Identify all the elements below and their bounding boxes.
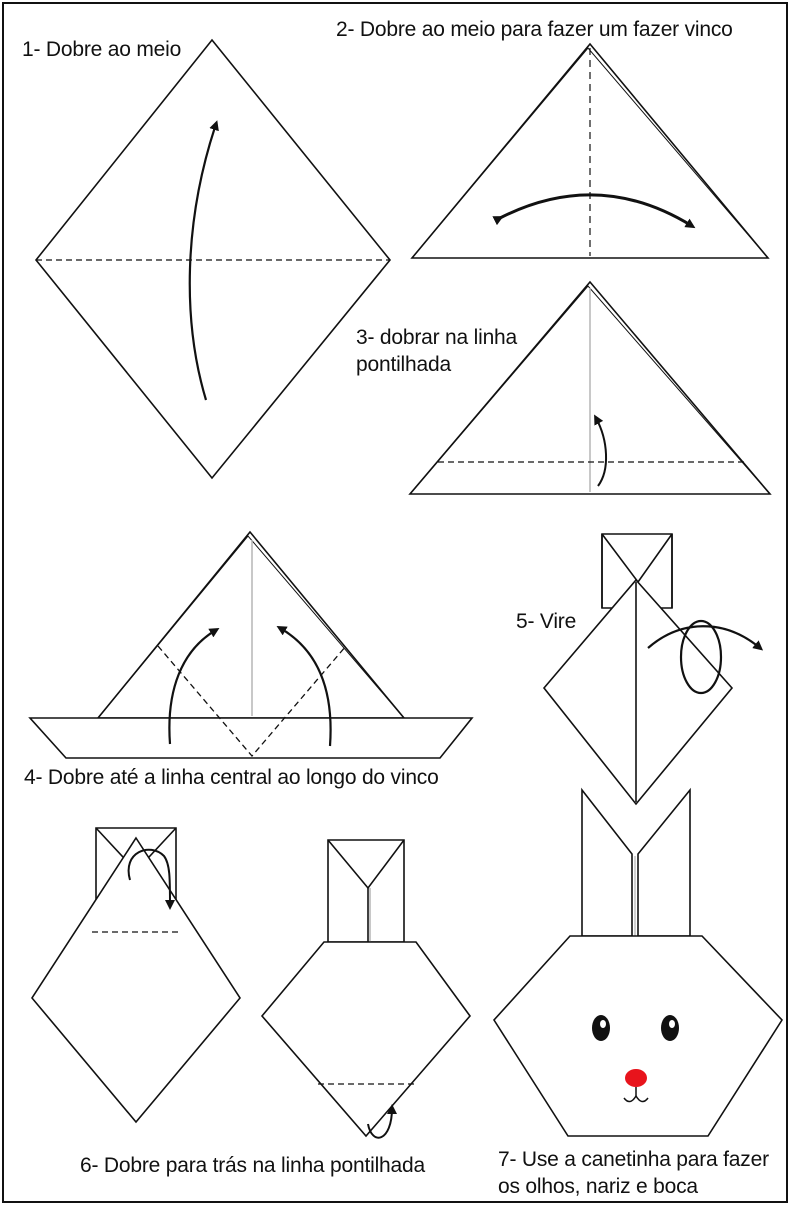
step6-left-arrow — [127, 848, 175, 910]
step7-label: 7- Use a canetinha para fazer os olhos, … — [498, 1146, 769, 1200]
bunny-nose — [625, 1069, 647, 1087]
step7-bunny — [492, 787, 784, 1137]
step2-triangle — [410, 42, 770, 259]
step4-label: 4- Dobre até a linha central ao longo do… — [24, 766, 439, 789]
step4-fold-lines — [157, 645, 347, 758]
step5-flip-loop — [679, 619, 723, 695]
step3-arrow — [594, 414, 608, 487]
step3-triangle — [408, 280, 772, 495]
step2-arrow — [492, 193, 696, 229]
step5-label: 5- Vire — [516, 610, 577, 633]
step2-label: 2- Dobre ao meio para fazer um fazer vin… — [336, 18, 733, 41]
step4-arrow-right — [276, 625, 332, 747]
step7-label-line2: os olhos, nariz e boca — [498, 1175, 698, 1198]
step4-arrow-left — [168, 627, 220, 745]
step3-label: 3- dobrar na linha pontilhada — [356, 324, 517, 378]
step3-label-line1: 3- dobrar na linha — [356, 326, 518, 349]
bunny-left-eye — [592, 1015, 610, 1041]
step6-middle-shape — [260, 839, 472, 1139]
bunny-mouth — [623, 1094, 649, 1103]
step3-label-line2: pontilhada — [356, 353, 451, 376]
step1-label: 1- Dobre ao meio — [22, 38, 182, 61]
step6-middle-arrow — [367, 1104, 397, 1139]
step4-shape — [28, 530, 474, 759]
step1-diamond — [34, 38, 392, 480]
step6-label: 6- Dobre para trás na linha pontilhada — [80, 1154, 425, 1177]
step5-flip-arrow — [647, 625, 764, 651]
step5-shape — [542, 533, 764, 806]
step6-left-shape — [31, 827, 241, 1124]
step7-label-line1: 7- Use a canetinha para fazer — [498, 1148, 769, 1171]
step1-arrow — [188, 120, 219, 401]
bunny-right-eye — [661, 1015, 679, 1041]
